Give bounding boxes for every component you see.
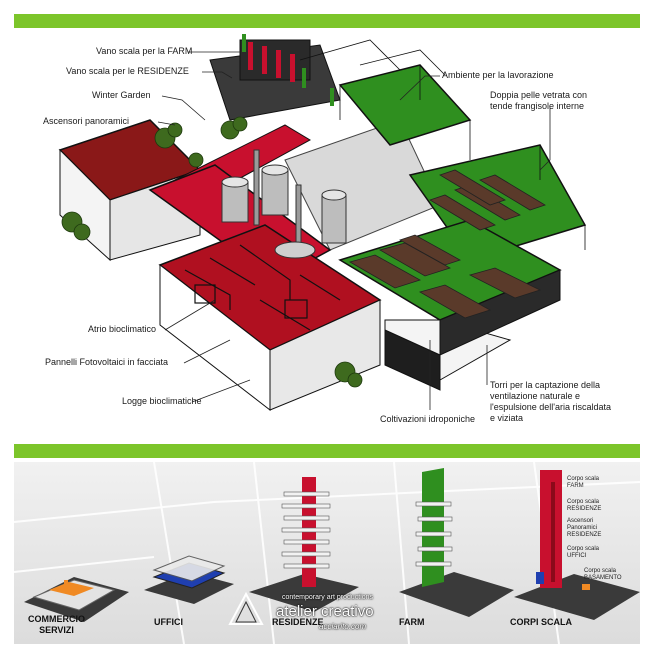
caption-corpi-scala: CORPI SCALA [510,617,573,627]
uffici-model [144,555,234,604]
label-corpo-scala-residenze: Corpo scala RESIDENZE [567,499,602,512]
garden-trees [61,116,363,388]
caption-uffici: UFFICI [154,617,183,627]
label-ascensori: Ascensori panoramici [43,116,130,126]
leader-lines [157,51,551,410]
label-vano-residenze: Vano scala per le RESIDENZE [66,66,189,76]
top-green-band [14,14,640,28]
south-block-walls [184,244,341,331]
watermark-line2: atelier creativo [276,603,374,620]
label-logge: Logge bioclimatiche [122,396,202,406]
label-corpo-scala-farm: Corpo scala FARM [567,476,600,489]
label-atrio: Atrio bioclimatico [88,324,157,334]
label-doppia-pelle: Doppia pelle vetrata con tende frangisol… [490,90,588,111]
caption-commercio: COMMERCIO SERVIZI [28,614,85,635]
commercio-model [24,577,129,622]
label-corpo-scala-basamento: Corpo scala BASAMENTO [584,568,622,581]
farm-stair-red-columns [248,42,295,82]
label-ambiente: Ambiente per la lavorazione [442,70,554,80]
label-ascensori-panoramici: Ascensori Panoramici RESIDENZE [567,518,602,538]
corpi-scala-model [514,470,640,620]
label-pannelli: Pannelli Fotovoltaici in facciata [45,357,169,367]
label-corpo-scala-uffici: Corpo scala UFFICI [567,546,600,559]
bottom-green-band [14,444,640,458]
caption-farm: FARM [399,617,425,627]
farm-model [399,468,514,617]
south-block-side [269,299,381,411]
studio-logo-icon [228,592,264,625]
label-torri: Torri per la captazione della ventilazio… [490,380,612,423]
watermark-line3: acciarito.com [319,622,367,631]
ventilation-towers [221,149,347,259]
component-breakdown-panel: COMMERCIO SERVIZI UFFICI RESIDENZE FARM … [14,462,640,644]
hydroponic-rows [348,169,546,319]
watermark-line1: contemporary art productions [282,594,374,601]
label-vano-farm: Vano scala per la FARM [96,46,193,56]
farm-stair-green-columns [242,34,334,106]
label-coltivazioni: Coltivazioni idroponiche [380,414,476,424]
glass-frame-lines [299,39,586,300]
component-breakdown-illustration [14,462,640,644]
axonometric-building-diagram [58,34,587,412]
label-winter-garden: Winter Garden [92,90,151,100]
residenze-model [249,477,359,612]
farm-glass-facade [384,329,441,391]
caption-residenze: RESIDENZE [272,617,324,627]
